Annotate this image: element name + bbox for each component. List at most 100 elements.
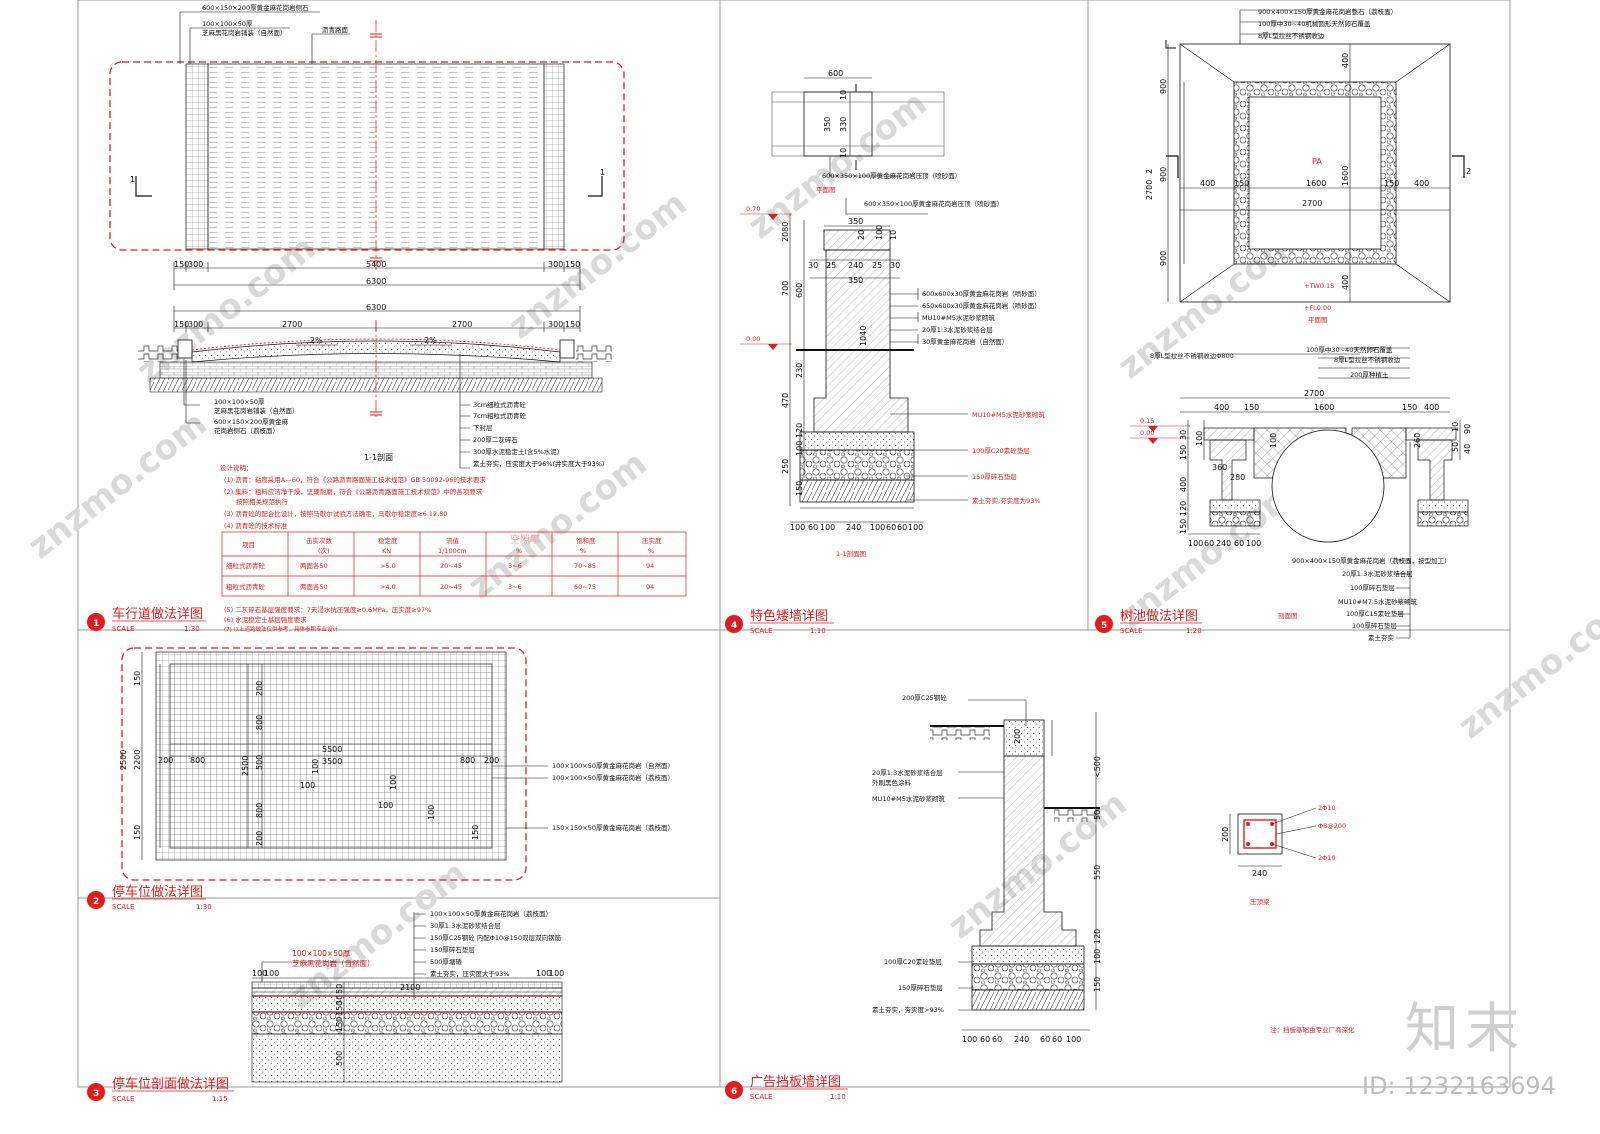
dimension: 600 bbox=[828, 69, 843, 78]
label: 600×150×200厚黄金麻 bbox=[214, 417, 289, 426]
label: 100×100×50厚 bbox=[202, 20, 253, 28]
svg-text:20~45: 20~45 bbox=[440, 562, 462, 570]
label: 2Φ10 bbox=[1318, 804, 1336, 812]
dimension: 50 bbox=[1093, 810, 1102, 820]
label: 100厚碎石垫层 bbox=[1350, 583, 1395, 592]
label: 20厚1:3水泥砂浆结合层 bbox=[872, 768, 943, 777]
svg-text:SCALE: SCALE bbox=[1120, 627, 1142, 635]
dimension: 400 bbox=[1424, 403, 1439, 412]
dimension: 1600 bbox=[1341, 166, 1350, 186]
view-title: 平面图 bbox=[1308, 316, 1328, 324]
title-block-2: 2 停车位做法详图 SCALE 1:30 bbox=[87, 884, 212, 911]
dimension: 60 bbox=[808, 523, 818, 532]
dimension: 2100 bbox=[400, 983, 420, 992]
label: 素土夯实,夯实度为93% bbox=[972, 496, 1041, 505]
svg-text:SCALE: SCALE bbox=[750, 627, 772, 635]
dimension: 150 bbox=[1384, 179, 1399, 188]
dimension: 150 bbox=[795, 481, 804, 496]
svg-text:稳定度: 稳定度 bbox=[378, 536, 398, 545]
label: 150厚碎石垫层 bbox=[430, 945, 475, 954]
dimension: 30 bbox=[1179, 430, 1188, 440]
panel-title: 特色矮墙详图 bbox=[750, 608, 828, 624]
label: 外刷黑色涂料 bbox=[872, 778, 912, 787]
label: 沥青路面 bbox=[322, 25, 349, 34]
dimension: 2200 bbox=[133, 750, 142, 770]
dimension: 120 bbox=[795, 423, 804, 438]
label: 100厚C15素砼垫层 bbox=[1346, 609, 1404, 618]
svg-text:两面各50: 两面各50 bbox=[300, 561, 328, 570]
panel-4: 600 10 350 330 10 600×350×100厚黄金麻花岗岩压顶（喷… bbox=[740, 69, 1045, 558]
dimension: 240 bbox=[1216, 539, 1231, 548]
label: 芝麻黑花岗岩铺装（自然面） bbox=[202, 28, 287, 37]
dimension: 500 bbox=[335, 1051, 344, 1066]
label: 300厚水泥稳定土(含5%水泥) bbox=[473, 447, 559, 456]
dimension: 5500 bbox=[322, 745, 342, 754]
dimension: 260 bbox=[1413, 433, 1422, 448]
svg-text:1:10: 1:10 bbox=[810, 627, 826, 635]
svg-text:SCALE: SCALE bbox=[750, 1093, 772, 1101]
label: 600×350×100厚黄金麻花岗岩压顶（喷砂面） bbox=[864, 199, 1003, 208]
note: 注：挡板基础由专业厂商深化 bbox=[1270, 1025, 1355, 1034]
svg-text:4: 4 bbox=[731, 621, 737, 631]
svg-text:击实次数: 击实次数 bbox=[306, 536, 333, 545]
dimension: 100 bbox=[1195, 431, 1204, 446]
label: 素土夯实 bbox=[1368, 633, 1395, 642]
dimension: 900 bbox=[1159, 251, 1168, 266]
label: 8厚L型拉丝不锈钢收边 bbox=[1258, 31, 1325, 40]
label: 100×100×50厚黄金麻花岗岩（自然面） bbox=[552, 761, 674, 770]
dimension: 50 bbox=[335, 984, 344, 994]
dimension: 60 bbox=[980, 1035, 990, 1044]
svg-text:3~6: 3~6 bbox=[508, 562, 522, 570]
svg-text:%: % bbox=[516, 547, 522, 555]
svg-text:(5) 二灰碎石基层强度要求：7天浸水抗压强度≥0.6MPa: (5) 二灰碎石基层强度要求：7天浸水抗压强度≥0.6MPa，压实度≥97% bbox=[224, 605, 431, 614]
dimension: 120 bbox=[1179, 501, 1188, 516]
svg-text:KN: KN bbox=[382, 547, 391, 555]
label: 150×150×50厚黄金麻花岗岩（荔枝面） bbox=[552, 823, 674, 832]
label: 30厚黄金麻花岗岩（自然面） bbox=[922, 337, 1008, 346]
svg-text:3: 3 bbox=[93, 1089, 99, 1099]
dimension: 550 bbox=[1093, 865, 1102, 880]
label: 花岗岩侧石（荔枝面） bbox=[214, 426, 279, 435]
dimension: 100 bbox=[389, 775, 398, 790]
view-title: 压顶梁 bbox=[1250, 897, 1270, 906]
dimension: 350 bbox=[823, 117, 832, 132]
label: MU10#M5水泥砂浆砌筑 bbox=[872, 794, 945, 803]
dimension: 10 bbox=[839, 148, 848, 158]
label: 下封层 bbox=[473, 423, 493, 432]
dimension: 100 bbox=[427, 805, 436, 820]
level: 0.00 bbox=[1140, 429, 1154, 437]
dimension: 25 bbox=[826, 261, 836, 270]
section-mark: 1 bbox=[130, 175, 135, 184]
level: 0.15 bbox=[1140, 417, 1154, 425]
dimension: 200 bbox=[484, 756, 499, 765]
panel-2: 150 2500 2200 150 200 800 500 800 200 25… bbox=[119, 647, 674, 881]
svg-text:20~45: 20~45 bbox=[440, 583, 462, 591]
dimension: 100 bbox=[795, 441, 804, 456]
svg-text:%: % bbox=[648, 547, 654, 555]
svg-text:1:30: 1:30 bbox=[196, 903, 212, 911]
dimension: 250 bbox=[781, 459, 790, 474]
dimension: 100 bbox=[962, 1035, 977, 1044]
label: 芝麻黑花岗岩铺装（自然面） bbox=[214, 406, 299, 415]
dimension: 2700 bbox=[282, 320, 302, 329]
dimension: 6300 bbox=[366, 277, 386, 286]
dimension: 600 bbox=[795, 283, 804, 298]
label: 20厚1:3水泥砂浆结合层 bbox=[922, 325, 993, 334]
dimension: 900 bbox=[1159, 79, 1168, 94]
svg-text:(1) 沥青：粘度采用A—60，符合《公路沥青路面施工技术规: (1) 沥青：粘度采用A—60，符合《公路沥青路面施工技术规范》GB 50092… bbox=[224, 475, 486, 484]
svg-text:细粒式沥青砼: 细粒式沥青砼 bbox=[226, 561, 266, 570]
label: 100×100×50厚 bbox=[292, 949, 351, 958]
dimension: 240 bbox=[848, 261, 863, 270]
label: Φ8@200 bbox=[1318, 822, 1346, 830]
dimension: 360 bbox=[1212, 463, 1227, 472]
svg-text:(6) 水泥稳定土基层强度要求: (6) 水泥稳定土基层强度要求 bbox=[224, 615, 307, 624]
dimension: 150 bbox=[1234, 179, 1249, 188]
dimension: 100 bbox=[311, 759, 320, 774]
dimension: 700 bbox=[781, 281, 790, 296]
svg-text:设计说明：: 设计说明： bbox=[220, 463, 253, 472]
label: MU10#M5水泥砂浆砌筑 bbox=[972, 410, 1045, 419]
dimension: 350 bbox=[848, 276, 863, 285]
label: 2Φ10 bbox=[1318, 854, 1336, 862]
label: 100厚中30~40天然卵石覆盖 bbox=[1306, 345, 1393, 354]
